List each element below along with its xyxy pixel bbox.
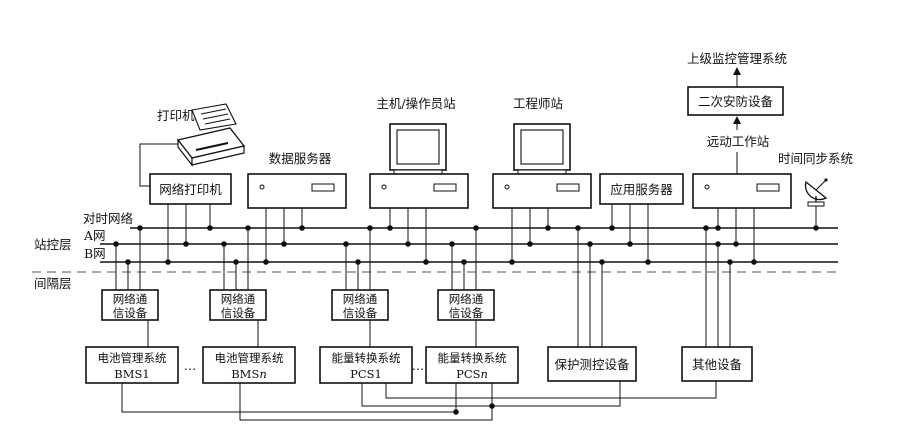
printer-cable: [139, 143, 178, 187]
station-drops: [167, 204, 817, 262]
host-station-unit: [369, 173, 469, 209]
junction-dots: [113, 225, 819, 265]
comm-unit-3: 网络通 信设备: [331, 289, 389, 321]
secondary-security-label: 二次安防设备: [698, 94, 774, 109]
pcs-n-box: 能量转换系统 PCSn: [425, 346, 519, 384]
bms-1-box: 电池管理系统 BMS1: [85, 346, 179, 384]
host-monitor-icon: [389, 123, 447, 175]
svg-text:信设备: 信设备: [221, 306, 256, 320]
ellipsis-bms: …: [184, 358, 197, 373]
host-station-label: 主机/操作员站: [376, 96, 455, 111]
app-server-label: 应用服务器: [610, 182, 673, 197]
comm-unit-4: 网络通 信设备: [437, 289, 495, 321]
svg-text:能量转换系统: 能量转换系统: [332, 351, 401, 365]
other-devices-box: 其他设备: [681, 346, 753, 382]
printer-label: 打印机: [157, 108, 195, 123]
svg-text:网络通: 网络通: [449, 292, 484, 306]
comm-unit-1: 网络通 信设备: [101, 289, 159, 321]
remote-station-unit: [692, 173, 792, 209]
svg-text:BMS1: BMS1: [114, 367, 149, 381]
bay-layer-label: 间隔层: [34, 276, 72, 291]
svg-text:PCSn: PCSn: [456, 367, 488, 381]
ellipsis-pcs: …: [412, 358, 425, 373]
svg-text:信设备: 信设备: [343, 306, 378, 320]
bottom-wiring: [121, 381, 717, 421]
engineer-monitor-icon: [513, 123, 571, 175]
svg-text:BMSn: BMSn: [231, 367, 267, 381]
svg-text:保护测控设备: 保护测控设备: [554, 357, 630, 372]
protection-box: 保护测控设备: [547, 346, 637, 382]
svg-text:电池管理系统: 电池管理系统: [98, 351, 167, 365]
comm-unit-2: 网络通 信设备: [209, 289, 267, 321]
printer-icon: [176, 103, 246, 167]
bms-n-box: 电池管理系统 BMSn: [202, 346, 296, 384]
remote-station-label: 远动工作站: [707, 134, 770, 149]
svg-text:网络通: 网络通: [221, 292, 256, 306]
svg-text:信设备: 信设备: [113, 306, 148, 320]
svg-text:网络通: 网络通: [113, 292, 148, 306]
network-printer-box: [149, 173, 232, 205]
app-server-box: [599, 173, 684, 205]
data-server-label: 数据服务器: [269, 151, 332, 166]
time-network-label: 对时网络: [83, 211, 134, 226]
upper-system-label: 上级监控管理系统: [687, 51, 787, 66]
network-printer-label: 网络打印机: [159, 182, 222, 197]
satellite-dish-icon: [804, 178, 828, 207]
engineer-station-label: 工程师站: [513, 96, 563, 111]
time-sync-label: 时间同步系统: [778, 151, 853, 166]
svg-text:网络通: 网络通: [343, 292, 378, 306]
a-network-label: A网: [83, 228, 106, 243]
bay-risers: [115, 228, 731, 347]
secondary-security-box: [687, 86, 784, 116]
svg-text:其他设备: 其他设备: [692, 357, 743, 372]
station-layer-label: 站控层: [34, 237, 72, 252]
svg-text:PCS1: PCS1: [350, 367, 382, 381]
data-server-unit: [247, 173, 347, 209]
svg-text:信设备: 信设备: [449, 306, 484, 320]
svg-text:能量转换系统: 能量转换系统: [438, 351, 507, 365]
engineer-station-unit: [492, 173, 592, 209]
svg-text:电池管理系统: 电池管理系统: [215, 351, 284, 365]
b-network-label: B网: [84, 246, 106, 261]
pcs-1-box: 能量转换系统 PCS1: [319, 346, 413, 384]
